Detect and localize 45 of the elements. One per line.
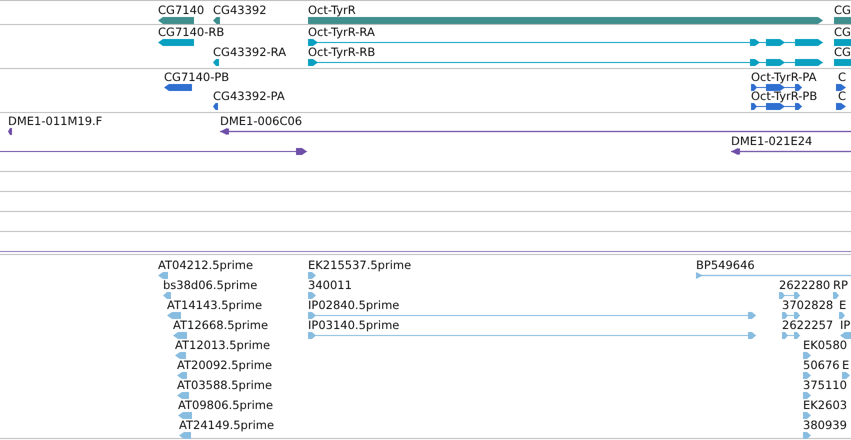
feature-label: DME1-021E24 [731,134,812,148]
feature-label: EK0580 [803,338,848,352]
feature-label: IP [840,318,850,332]
feature-label: CG7140-RB [158,25,224,39]
feature-label: BP549646 [696,258,755,272]
feature-label: DME1-011M19.F [8,114,102,128]
feature-label: AT20092.5prime [177,358,272,372]
feature-label: EK215537.5prime [308,258,412,272]
feature-label: CG43392-PA [213,89,285,103]
feature-label: 50676 [803,358,840,372]
feature-label: Oct-TyrR-RA [308,25,375,39]
feature-label: 375110 [803,378,847,392]
feature-label: IP03140.5prime [308,318,400,332]
feature-label: AT03588.5prime [177,378,272,392]
feature-label: 2622280 [779,278,830,292]
feature-label: C [838,89,846,103]
feature-label: CG7140 [158,3,204,17]
feature-label: EK2603 [803,398,848,412]
feature-label: Oct-TyrR-RB [308,45,376,59]
feature-label: Oct-TyrR-PB [751,89,818,103]
feature-label: AT12013.5prime [175,338,270,352]
feature-label: Oct-TyrR-PA [751,70,816,84]
feature-label: bs38d06.5prime [163,278,258,292]
feature-label: RP [833,278,848,292]
feature-label: Oct-TyrR [308,3,356,17]
feature-label: CG [834,25,851,39]
feature-label: CG7140-PB [164,70,230,84]
feature-label: E [839,298,846,312]
feature-label: CG [834,45,851,59]
feature-label: AT12668.5prime [173,318,268,332]
feature-label: AT04212.5prime [158,258,254,272]
feature-label: E [842,358,850,372]
feature-label: CG43392 [213,3,267,17]
feature-label: 2622257 [782,318,834,332]
feature-label: CG [834,3,851,17]
feature-label: 380939 [803,418,847,432]
feature-label: DME1-006C06 [220,114,302,128]
feature-label: 3702828 [782,298,834,312]
feature-label: AT24149.5prime [179,418,274,432]
feature-label: IP02840.5prime [308,298,400,312]
feature-label: AT14143.5prime [167,298,262,312]
feature-label: AT09806.5prime [178,398,274,412]
feature-label: 340011 [308,278,352,292]
feature-label: CG43392-RA [213,45,286,59]
feature-label: C [838,70,846,84]
